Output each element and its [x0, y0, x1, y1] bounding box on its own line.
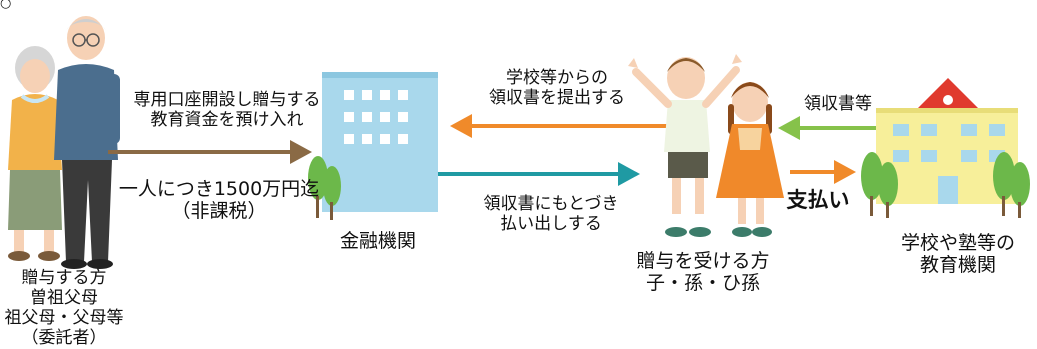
payment-label: 支払い: [786, 188, 850, 212]
donor-label-line-1: 贈与する方: [21, 268, 107, 288]
receipt-submit-arrow: [450, 114, 668, 138]
girl-figure: [716, 82, 784, 237]
recipient-label-line-1: 贈与を受ける方: [636, 250, 770, 272]
grandparents-illustration: [8, 16, 120, 269]
deposit-label-line-2: 教育資金を預け入れ: [150, 110, 304, 131]
receipt-submit-label: 学校等からの 領収書を提出する: [462, 68, 652, 108]
school-label-line-2: 教育機関: [919, 254, 996, 277]
donor-label: 贈与する方 曽祖父母 祖父母・父母等 （委託者）: [0, 268, 128, 348]
payment-arrow: [790, 160, 856, 184]
donor-label-line-2: 曽祖父母: [30, 288, 98, 309]
school-building-illustration: [861, 78, 1030, 218]
school-label-line-1: 学校や塾等の: [900, 232, 1015, 254]
school-label: 学校や塾等の 教育機関: [880, 232, 1036, 277]
receipts-label: 領収書等: [804, 94, 872, 114]
withdraw-line-2: 払い出しする: [500, 214, 602, 235]
recipient-label: 贈与を受ける方 子・孫・ひ孫: [618, 250, 788, 295]
corner-mark: ○: [0, 0, 12, 11]
deposit-arrow: [108, 140, 312, 164]
bank-label: 金融機関: [339, 230, 416, 252]
receipts-arrow: [778, 116, 880, 140]
receipt-submit-line-2: 領収書を提出する: [489, 88, 625, 109]
deposit-limit-line-2: （非課税）: [171, 200, 267, 223]
grandfather-figure: [54, 16, 120, 269]
withdraw-line-1: 領収書にもとづき: [483, 194, 619, 214]
receipt-submit-line-1: 学校等からの: [506, 68, 608, 88]
withdraw-label: 領収書にもとづき 払い出しする: [456, 194, 646, 234]
donor-label-line-3: 祖父母・父母等: [4, 308, 124, 329]
grandmother-figure: [8, 46, 62, 261]
deposit-limit-label: 一人につき1500万円迄 （非課税）: [108, 178, 330, 223]
deposit-limit-line-1: 一人につき1500万円迄: [118, 178, 320, 200]
deposit-label: 専用口座開設し贈与する 教育資金を預け入れ: [124, 90, 330, 130]
children-illustration: [628, 54, 784, 237]
withdraw-arrow: [438, 162, 640, 186]
recipient-label-line-2: 子・孫・ひ孫: [645, 272, 760, 295]
boy-figure: [628, 54, 742, 237]
bank-building-illustration: [308, 72, 438, 220]
deposit-label-line-1: 専用口座開設し贈与する: [133, 90, 321, 110]
donor-label-line-4: （委託者）: [21, 328, 107, 349]
